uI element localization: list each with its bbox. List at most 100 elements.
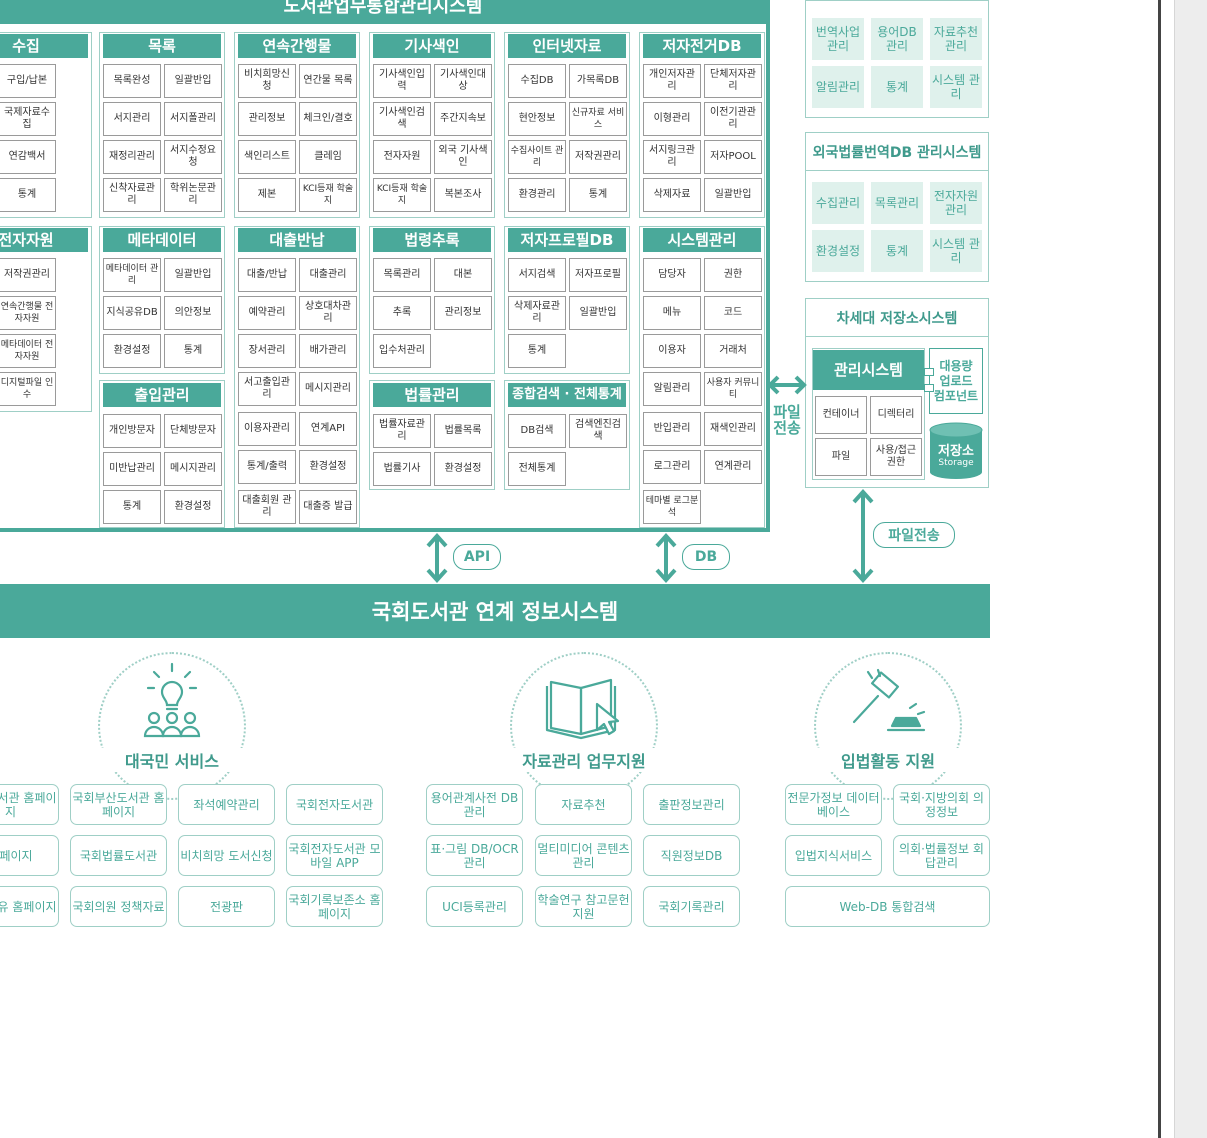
module-cell: 학위논문관리 xyxy=(164,178,222,212)
service-item[interactable]: 용어관계사전 DB관리 xyxy=(426,784,523,825)
module-cell: 테마별 로그분석 xyxy=(643,490,701,524)
module-cell: 로그관리 xyxy=(643,450,701,484)
module-cell: 기사색인대상 xyxy=(434,64,492,98)
module-cell: 일괄반입 xyxy=(164,258,222,292)
linked-info-system-bar: 국회도서관 연계 정보시스템 xyxy=(0,584,990,638)
module-cell: 개인방문자 xyxy=(103,414,161,448)
module-cell: 목록관리 xyxy=(373,258,431,292)
module-cell: 통계 xyxy=(508,334,566,368)
service-item[interactable]: 홈페이지 xyxy=(0,835,59,876)
module-cell: 대출/반납 xyxy=(238,258,296,292)
module-cell: 재색인관리 xyxy=(704,412,762,446)
module-cell: 주간지속보 xyxy=(434,102,492,136)
service-item[interactable]: 좌석예약관리 xyxy=(178,784,275,825)
module-cell: 신규자료 서비스 xyxy=(569,102,627,136)
subsystem-cell: 통계 xyxy=(871,66,923,108)
module-cell: 반입관리 xyxy=(643,412,701,446)
module-cell: 연감백서 xyxy=(0,140,56,174)
file-transfer-side-label: 파일 전송 xyxy=(773,403,801,437)
storage-label: 저장소 xyxy=(938,444,974,459)
service-item[interactable]: 직원정보DB xyxy=(643,835,740,876)
divider xyxy=(806,170,988,171)
service-item[interactable]: 국회부산도서관 홈페이지 xyxy=(70,784,167,825)
module-cell: 메시지관리 xyxy=(164,452,222,486)
service-item[interactable]: 전광판 xyxy=(178,886,275,927)
module-cell: 비치희망신청 xyxy=(238,64,296,98)
module-cell: 단체방문자 xyxy=(164,414,222,448)
module-cell: 개인저자관리 xyxy=(643,64,701,98)
module-cell: 연계API xyxy=(299,412,357,446)
service-item[interactable]: 국회도서관 홈페이지 xyxy=(0,784,59,825)
module-cell: 신착자료관리 xyxy=(103,178,161,212)
module-cell: KCI등재 학술지 xyxy=(373,178,431,212)
api-label: API xyxy=(453,544,501,570)
service-item[interactable]: 국회전자도서관 모바일 APP xyxy=(286,835,383,876)
module-cell: 전체통계 xyxy=(508,452,566,486)
module-cell: 서고출입관리 xyxy=(238,372,296,406)
storage-mgmt-cell: 컨테이너 xyxy=(815,396,867,434)
module-cell: 저작권관리 xyxy=(569,140,627,174)
service-item[interactable]: 국회·지방의회 의정정보 xyxy=(893,784,990,825)
service-item[interactable]: 출판정보관리 xyxy=(643,784,740,825)
service-item[interactable]: 국회기록보존소 홈페이지 xyxy=(286,886,383,927)
connector-square xyxy=(924,384,934,392)
subsystem-cell: 알림관리 xyxy=(812,66,864,108)
service-item[interactable]: 표·그림 DB/OCR관리 xyxy=(426,835,523,876)
service-item[interactable]: 자료추천 xyxy=(535,784,632,825)
service-item[interactable]: 비치희망 도서신청 xyxy=(178,835,275,876)
module-cell: 예약관리 xyxy=(238,296,296,330)
module-cell: 가목록DB xyxy=(569,64,627,98)
module-cell: 기사색인검색 xyxy=(373,102,431,136)
service-item[interactable]: 국회전자도서관 xyxy=(286,784,383,825)
lightbulb-people-icon xyxy=(143,662,201,738)
service-item[interactable]: 입법지식서비스 xyxy=(785,835,882,876)
storage-mgmt-cell: 파일 xyxy=(815,438,867,476)
module-cell: 검색엔진검색 xyxy=(569,414,627,448)
service-circle xyxy=(814,652,962,800)
service-item[interactable]: Web-DB 통합검색 xyxy=(785,886,990,927)
service-item[interactable]: 의회·법률정보 회답관리 xyxy=(893,835,990,876)
service-item[interactable]: 국회법률도서관 xyxy=(70,835,167,876)
module-cell: 대출증 발급 xyxy=(299,490,357,524)
module-cell: 추록 xyxy=(373,296,431,330)
service-item[interactable]: 멀티미디어 콘텐츠관리 xyxy=(535,835,632,876)
module-title: 법령추록 xyxy=(373,228,491,252)
module-cell: 수집DB xyxy=(508,64,566,98)
module-cell: 통계 xyxy=(569,178,627,212)
module-cell: 서지관리 xyxy=(103,102,161,136)
service-item[interactable]: 학술연구 참고문헌 지원 xyxy=(535,886,632,927)
vertical-scrollbar[interactable] xyxy=(1174,0,1207,1138)
module-cell: 일괄반입 xyxy=(704,178,762,212)
module-cell: 메타데이터 전자자원 xyxy=(0,334,56,368)
module-cell: 서지폴관리 xyxy=(164,102,222,136)
module-cell: 환경관리 xyxy=(508,178,566,212)
module-cell: 미반납관리 xyxy=(103,452,161,486)
module-cell: 저자POOL xyxy=(704,140,762,174)
service-item[interactable]: 국회의원 정책자료 xyxy=(70,886,167,927)
double-arrow-vertical-icon xyxy=(852,489,874,583)
service-item[interactable]: 지식공유 홈페이지 xyxy=(0,886,59,927)
service-title: 대국민 서비스 xyxy=(100,748,244,772)
module-title: 시스템관리 xyxy=(643,228,761,252)
service-item[interactable]: UCI등록관리 xyxy=(426,886,523,927)
module-cell: 서지수정요청 xyxy=(164,140,222,174)
module-cell: 색인리스트 xyxy=(238,140,296,174)
module-title: 목록 xyxy=(103,34,221,58)
module-cell: 환경설정 xyxy=(164,490,222,524)
file-transfer-label: 파일전송 xyxy=(873,522,955,548)
module-cell: 일괄반입 xyxy=(164,64,222,98)
subsystem-cell: 자료추천 관리 xyxy=(930,18,982,60)
module-cell: 목록완성 xyxy=(103,64,161,98)
module-cell: 환경설정 xyxy=(434,452,492,486)
module-cell: DB검색 xyxy=(508,414,566,448)
service-item[interactable]: 국회기록관리 xyxy=(643,886,740,927)
service-item[interactable]: 전문가정보 데이터베이스 xyxy=(785,784,882,825)
foreign-law-title: 외국법률번역DB 관리시스템 xyxy=(812,145,982,161)
module-cell: 디지털파일 인수 xyxy=(0,372,56,406)
module-cell: 통계 xyxy=(103,490,161,524)
module-cell: 클레임 xyxy=(299,140,357,174)
module-cell: 복본조사 xyxy=(434,178,492,212)
connector-square xyxy=(924,368,934,376)
module-cell: 권한 xyxy=(704,258,762,292)
subsystem-cell: 수집관리 xyxy=(812,182,864,224)
